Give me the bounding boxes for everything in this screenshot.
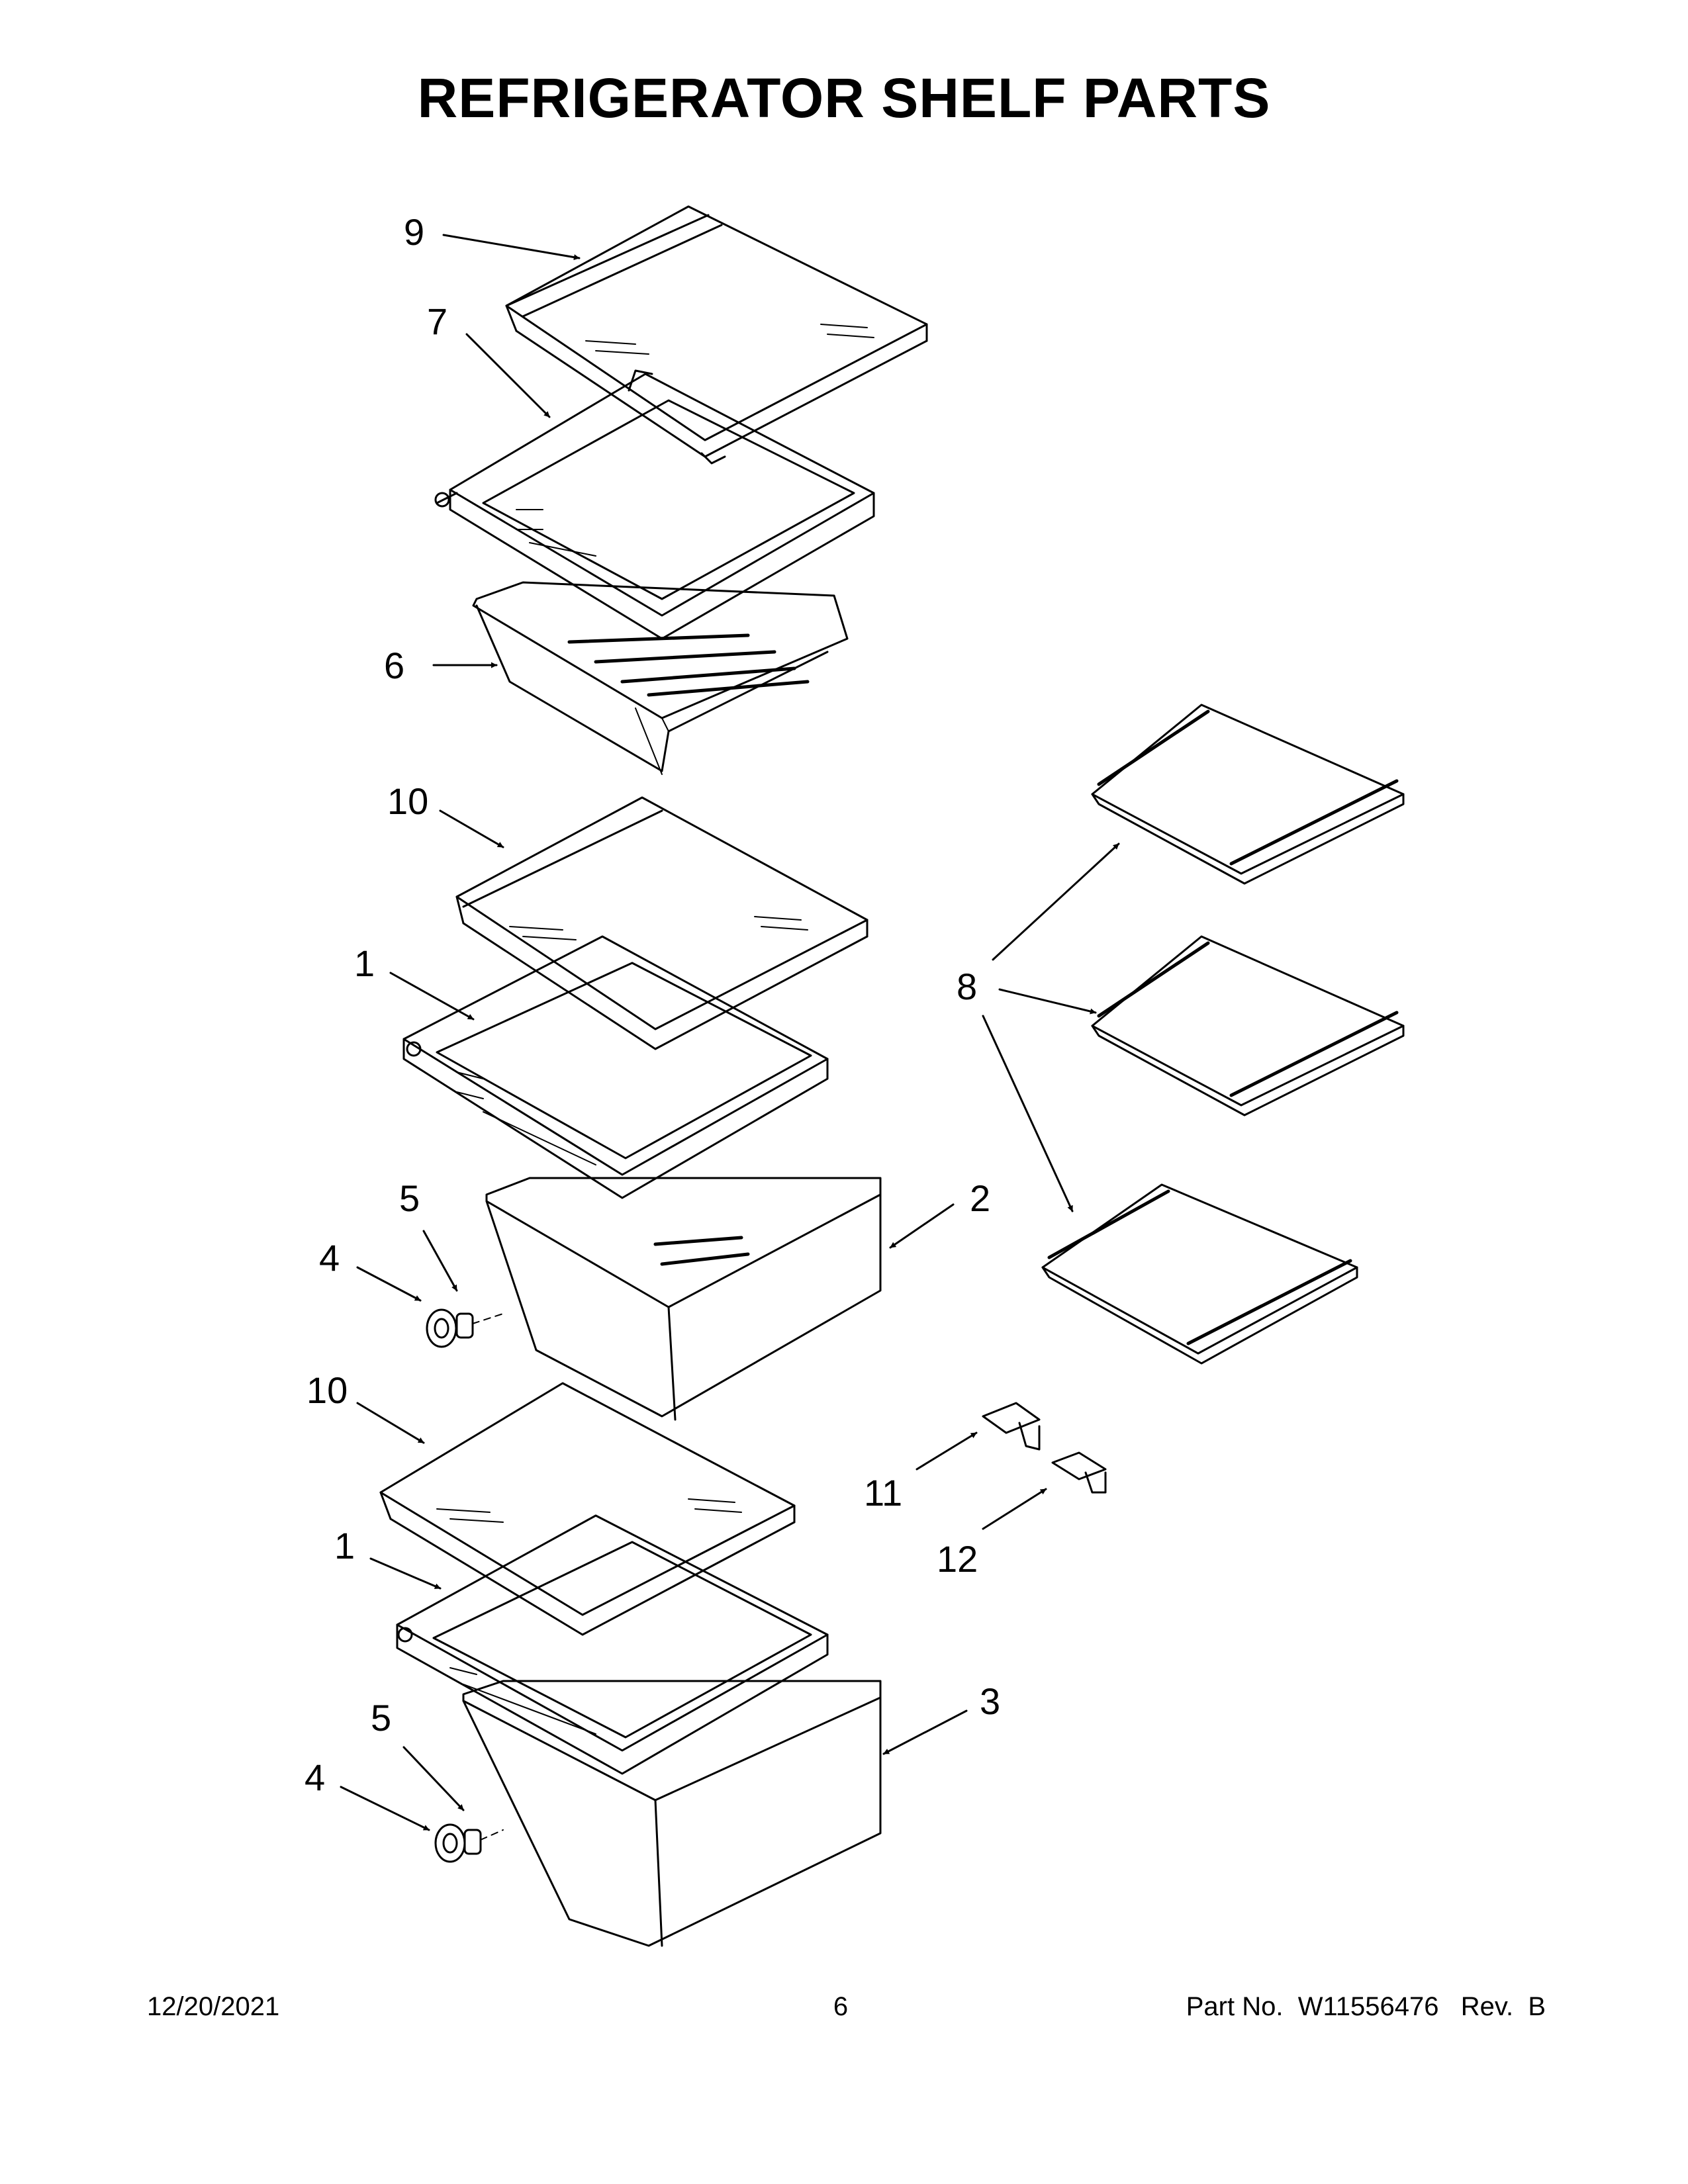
arrow-8-middle <box>998 988 1097 1015</box>
footer-part-number: Part No. W11556476 Rev. B <box>1186 1992 1546 2022</box>
shelf-frame-1-lower <box>396 1514 829 1775</box>
arrow-4-upper <box>356 1266 422 1302</box>
arrow-1-lower <box>369 1557 442 1590</box>
callout-2: 2 <box>970 1177 990 1219</box>
glass-shelf-8-middle <box>1091 935 1405 1116</box>
shelf-clip-11 <box>982 1402 1041 1451</box>
arrow-2 <box>889 1203 955 1249</box>
callout-12: 12 <box>937 1538 978 1580</box>
callout-6: 6 <box>384 645 404 686</box>
callout-4-lower: 4 <box>305 1756 325 1798</box>
roller-axle-5-lower <box>463 1829 504 1855</box>
callout-10-lower: 10 <box>306 1369 348 1411</box>
part-label: Part No. <box>1186 1992 1284 2021</box>
glass-shelf-10-lower <box>379 1382 796 1636</box>
glass-shelf-8-top <box>1091 704 1405 885</box>
roller-wheel-4-upper <box>426 1308 457 1348</box>
callout-8: 8 <box>957 966 977 1007</box>
arrow-7 <box>465 333 551 418</box>
arrow-8-top <box>992 842 1120 961</box>
shelf-frame-7 <box>434 369 875 640</box>
glass-shelf-8-bottom <box>1041 1183 1358 1365</box>
arrow-10-upper <box>439 809 504 848</box>
callout-9: 9 <box>404 211 424 253</box>
rev-value: B <box>1528 1992 1546 2021</box>
roller-wheel-4-lower <box>434 1823 466 1863</box>
footer-page-number: 6 <box>833 1992 849 2021</box>
callout-10-upper: 10 <box>387 780 428 822</box>
arrow-10-lower <box>356 1402 425 1444</box>
callout-labels: 9 7 6 10 1 5 4 2 10 1 5 4 3 8 11 12 <box>305 211 1000 1798</box>
page-title: REFRIGERATOR SHELF PARTS <box>417 67 1271 129</box>
shelf-clip-12 <box>1051 1451 1107 1494</box>
callout-5-lower: 5 <box>371 1697 391 1739</box>
arrow-12 <box>982 1488 1047 1530</box>
callout-7: 7 <box>427 300 447 342</box>
arrow-5-upper <box>422 1230 458 1292</box>
glass-shelf-10-upper <box>455 796 868 1050</box>
footer-date: 12/20/2021 <box>147 1992 280 2021</box>
crisper-drawer-3 <box>462 1680 882 1947</box>
callout-4-upper: 4 <box>319 1237 340 1279</box>
crisper-drawer-2 <box>485 1177 882 1421</box>
arrow-8-bottom <box>982 1015 1074 1212</box>
part-number: W11556476 <box>1297 1992 1439 2021</box>
callout-1-upper: 1 <box>354 942 375 984</box>
arrow-9 <box>442 234 581 261</box>
arrow-3 <box>882 1709 968 1755</box>
callout-11: 11 <box>864 1472 902 1514</box>
shelf-frame-1-upper <box>402 935 829 1199</box>
rev-label: Rev. <box>1460 1992 1514 2021</box>
arrow-1-upper <box>389 972 475 1021</box>
arrow-5-lower <box>402 1746 465 1811</box>
roller-axle-5-upper <box>455 1312 504 1339</box>
callout-5-upper: 5 <box>399 1177 420 1219</box>
arrow-4-lower <box>340 1786 430 1831</box>
crisper-bin-6 <box>472 581 849 775</box>
callout-1-lower: 1 <box>334 1525 355 1567</box>
callout-3: 3 <box>980 1680 1000 1722</box>
leader-arrows <box>340 234 1120 1831</box>
arrow-11 <box>915 1432 978 1471</box>
